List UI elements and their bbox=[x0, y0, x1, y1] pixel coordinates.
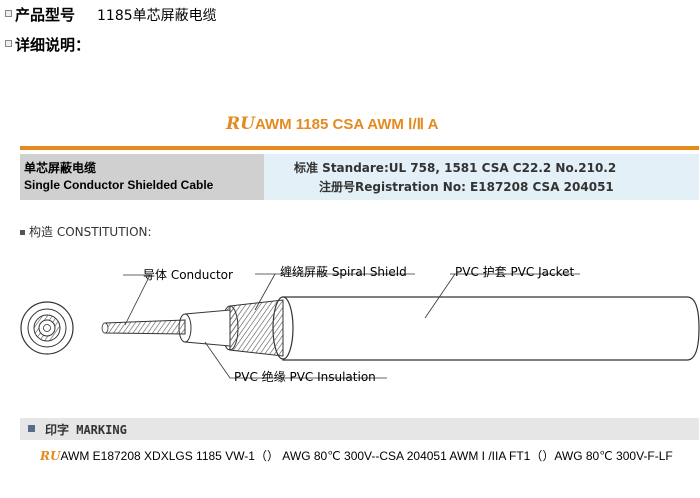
product-title: RUAWM 1185 CSA AWM Ⅰ/Ⅱ A bbox=[226, 114, 438, 136]
bullet-icon bbox=[5, 40, 12, 47]
marking-heading: 印字 MARKING bbox=[20, 418, 699, 440]
jacket-label: PVC 护套 PVC Jacket bbox=[455, 265, 574, 279]
bullet-icon bbox=[5, 10, 12, 17]
marking-text-value: AWM E187208 XDXLGS 1185 VW-1（） AWG 80℃ 3… bbox=[60, 449, 673, 463]
marking-text: RUAWM E187208 XDXLGS 1185 VW-1（） AWG 80℃… bbox=[40, 448, 695, 464]
marking-label: 印字 MARKING bbox=[45, 423, 127, 437]
product-title-text: AWM 1185 CSA AWM Ⅰ/Ⅱ A bbox=[254, 116, 439, 133]
insulation-shape bbox=[178, 309, 231, 347]
insulation-label: PVC 绝缘 PVC Insulation bbox=[234, 369, 376, 384]
constitution-heading: 构造 CONSTITUTION: bbox=[20, 223, 152, 240]
detail-label: 详细说明： bbox=[15, 36, 91, 54]
standard-text: 标准 Standare:UL 758, 1581 CSA C22.2 No.21… bbox=[294, 161, 617, 175]
cable-diagram: 导体 Conductor 缠绕屏蔽 Spiral Shield PVC 护套 P… bbox=[20, 264, 700, 384]
square-bullet-icon bbox=[20, 230, 25, 235]
standards-box: 标准 Standare:UL 758, 1581 CSA C22.2 No.21… bbox=[264, 154, 699, 200]
ul-logo-icon: RU bbox=[40, 449, 61, 463]
conductor-shape bbox=[101, 319, 186, 335]
square-bullet-icon bbox=[28, 425, 35, 432]
jacket-shape bbox=[272, 296, 700, 361]
conductor-label: 导体 Conductor bbox=[143, 268, 233, 282]
product-model-label: 产品型号 bbox=[15, 6, 76, 24]
ul-logo-icon: RU bbox=[226, 114, 255, 134]
title-divider bbox=[20, 146, 699, 150]
cable-name-en: Single Conductor Shielded Cable bbox=[24, 178, 214, 192]
constitution-label: 构造 CONSTITUTION: bbox=[29, 225, 152, 239]
cable-name-box: 单芯屏蔽电缆 Single Conductor Shielded Cable bbox=[20, 154, 264, 200]
spiral-shield-label: 缠绕屏蔽 Spiral Shield bbox=[280, 264, 407, 279]
product-model-value: 1185单芯屏蔽电缆 bbox=[97, 8, 217, 24]
spiral-shield-shape bbox=[221, 299, 284, 357]
cable-name-cn: 单芯屏蔽电缆 bbox=[24, 161, 97, 175]
registration-text: 注册号Registration No: E187208 CSA 204051 bbox=[319, 180, 614, 194]
cross-section-icon bbox=[20, 301, 74, 355]
